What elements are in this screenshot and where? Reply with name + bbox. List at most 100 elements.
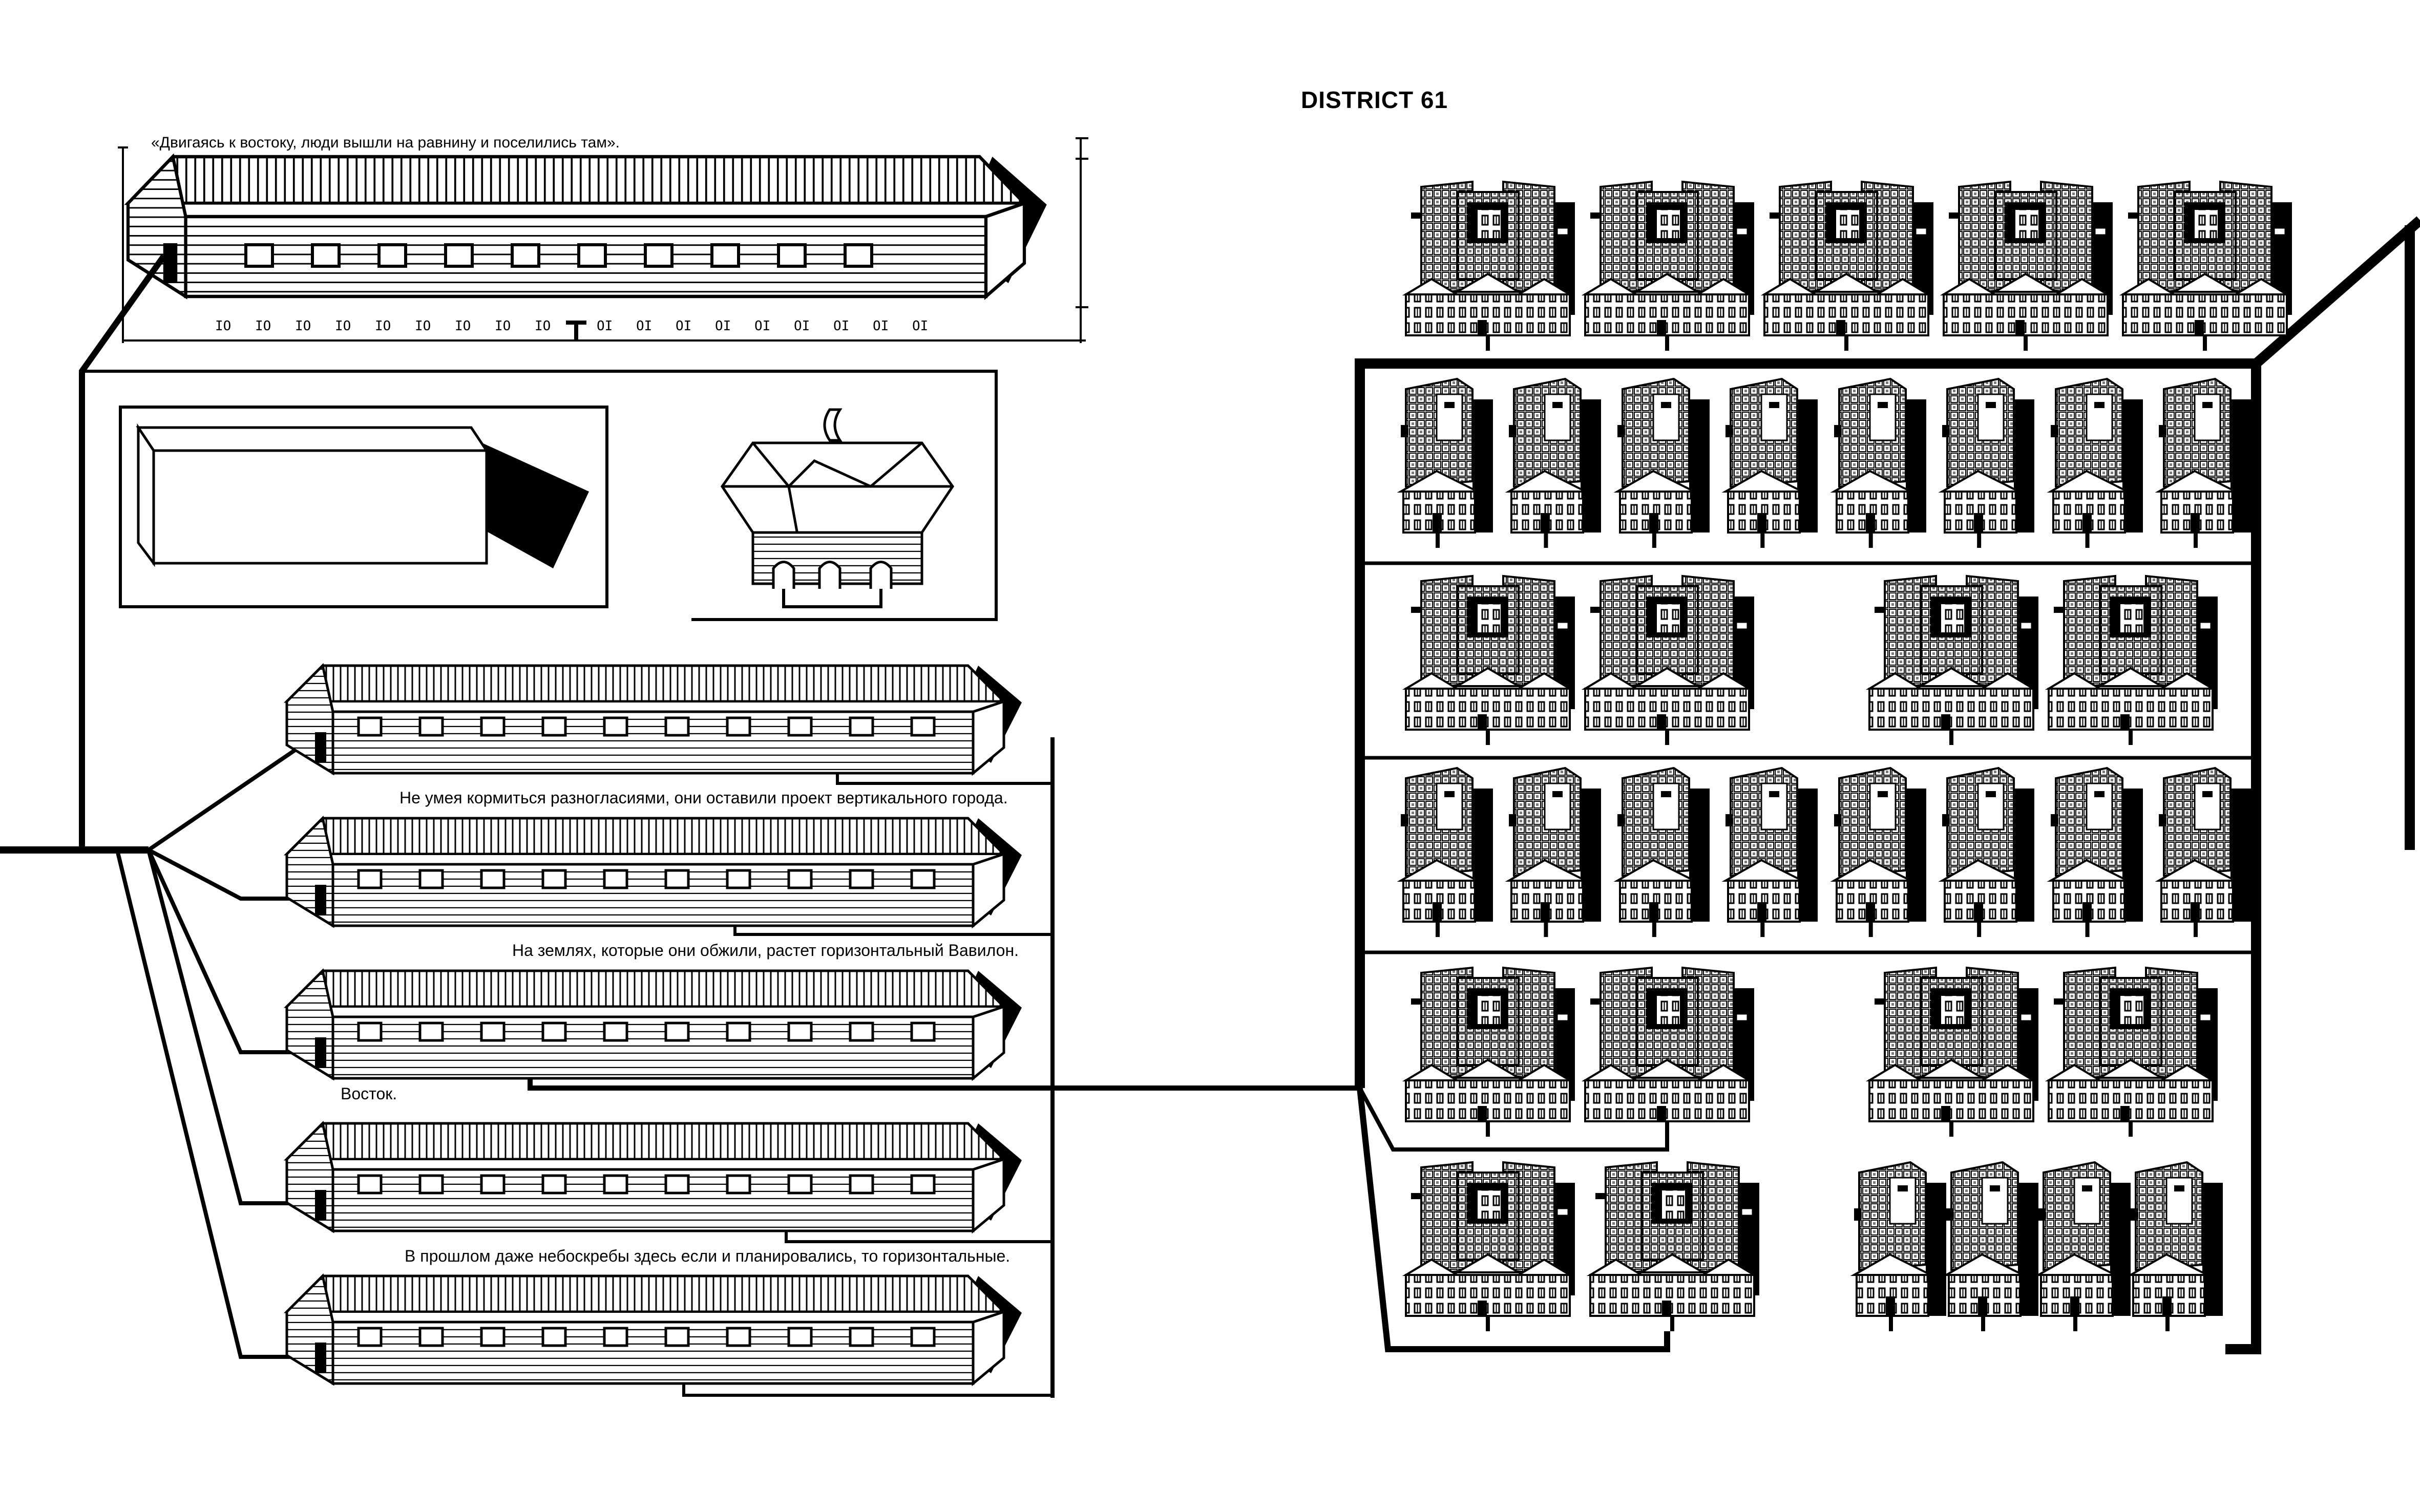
- barrack-window: [666, 1176, 688, 1193]
- apartment-tower: [1616, 378, 1711, 534]
- barrack-window: [850, 1176, 873, 1193]
- barrack-window: [666, 718, 688, 735]
- apartment-tower: [1616, 767, 1711, 923]
- barrack-window: [481, 1328, 504, 1346]
- apartment-cluster: [1943, 181, 2114, 336]
- barrack-window: [481, 718, 504, 735]
- ruler-mark: IO: [215, 318, 232, 334]
- ruler-mark: OI: [754, 318, 771, 334]
- barrack-window: [577, 243, 607, 268]
- apartment-cluster: [1589, 1161, 1760, 1317]
- caption-1: Не умея кормиться разногласиями, они ост…: [399, 789, 1008, 807]
- ruler-mark: IO: [535, 318, 551, 334]
- barrack-window: [359, 870, 381, 888]
- barrack-window: [604, 718, 627, 735]
- caption-4: В прошлом даже небоскребы здесь если и п…: [405, 1247, 1011, 1265]
- apartment-tower: [1508, 767, 1602, 923]
- barrack-window: [481, 1176, 504, 1193]
- ruler-mark: OI: [794, 318, 810, 334]
- apartment-tower: [1724, 767, 1819, 923]
- ruler-mark: IO: [255, 318, 271, 334]
- ruler-mark: IO: [415, 318, 431, 334]
- district-buildings: [1400, 181, 2293, 1317]
- apartment-cluster: [1405, 967, 1576, 1122]
- barrack-window: [727, 1176, 750, 1193]
- barrack-window: [844, 243, 873, 268]
- barrack-window: [543, 1328, 565, 1346]
- barrack-window: [789, 1328, 811, 1346]
- barrack-house: [287, 1123, 1022, 1231]
- barrack-window: [789, 718, 811, 735]
- pitched-house-icon: [720, 408, 955, 608]
- barrack-window: [511, 243, 540, 268]
- barrack-window: [359, 1176, 381, 1193]
- barrack-window: [420, 1176, 443, 1193]
- barrack-window: [777, 243, 807, 268]
- ruler-mark: IO: [375, 318, 391, 334]
- apartment-tower: [1941, 767, 2035, 923]
- apartment-cluster: [2122, 181, 2293, 336]
- apartment-tower: [1833, 378, 1927, 534]
- apartment-tower: [1400, 378, 1494, 534]
- quote-text: «Двигаясь к востоку, люди вышли на равни…: [151, 134, 620, 151]
- barrack-window: [543, 718, 565, 735]
- barrack-window: [604, 1176, 627, 1193]
- apartment-cluster: [1584, 575, 1755, 731]
- barrack-window: [850, 1023, 873, 1040]
- barrack-window: [604, 1328, 627, 1346]
- barrack-window: [420, 870, 443, 888]
- apartment-tower: [1945, 1161, 2039, 1317]
- ruler-mark: IO: [335, 318, 351, 334]
- ruler-mark: OI: [597, 318, 613, 334]
- barrack-window: [420, 1328, 443, 1346]
- apartment-cluster: [1868, 967, 2039, 1122]
- ruler-mark: IO: [295, 318, 311, 334]
- barrack-window: [444, 243, 474, 268]
- barrack-house: [287, 971, 1022, 1078]
- barrack-window: [543, 1176, 565, 1193]
- barrack-window: [727, 1328, 750, 1346]
- barrack-window: [727, 1023, 750, 1040]
- ruler-mark: OI: [912, 318, 929, 334]
- barrack-window: [377, 243, 407, 268]
- barrack-window: [644, 243, 674, 268]
- barrack-window: [710, 243, 740, 268]
- apartment-cluster: [2048, 967, 2219, 1122]
- ruler-mark: OI: [873, 318, 889, 334]
- apartment-tower: [1400, 767, 1494, 923]
- barrack-window: [481, 870, 504, 888]
- barrack-house: [287, 666, 1022, 773]
- barrack-window: [727, 718, 750, 735]
- barrack-window: [912, 1328, 934, 1346]
- apartment-cluster: [1405, 1161, 1576, 1317]
- apartment-tower: [1508, 378, 1602, 534]
- barrack-window: [789, 1023, 811, 1040]
- barrack-window: [912, 1176, 934, 1193]
- barrack-window: [359, 718, 381, 735]
- apartment-cluster: [2048, 575, 2219, 731]
- apartment-cluster: [1868, 575, 2039, 731]
- ruler-mark: OI: [833, 318, 850, 334]
- caption-3: Восток.: [341, 1084, 397, 1103]
- apartment-tower: [1724, 378, 1819, 534]
- apartment-tower: [1833, 767, 1927, 923]
- block-volume-icon: [136, 423, 589, 568]
- apartment-cluster: [1584, 967, 1755, 1122]
- barrack-stack: [287, 666, 1022, 1383]
- barrack-window: [789, 1176, 811, 1193]
- barrack-window: [666, 870, 688, 888]
- barrack-window: [727, 870, 750, 888]
- ruler-mark: IO: [495, 318, 511, 334]
- ruler-mark: IO: [455, 318, 471, 334]
- apartment-cluster: [1763, 181, 1934, 336]
- apartment-tower: [1853, 1161, 1947, 1317]
- barrack-window: [912, 718, 934, 735]
- barrack-window: [359, 1023, 381, 1040]
- barrack-window: [850, 718, 873, 735]
- barrack-window: [850, 1328, 873, 1346]
- barrack-window: [543, 1023, 565, 1040]
- barrack-window: [420, 1023, 443, 1040]
- barrack-window: [604, 870, 627, 888]
- district-frame: [1355, 216, 2420, 1354]
